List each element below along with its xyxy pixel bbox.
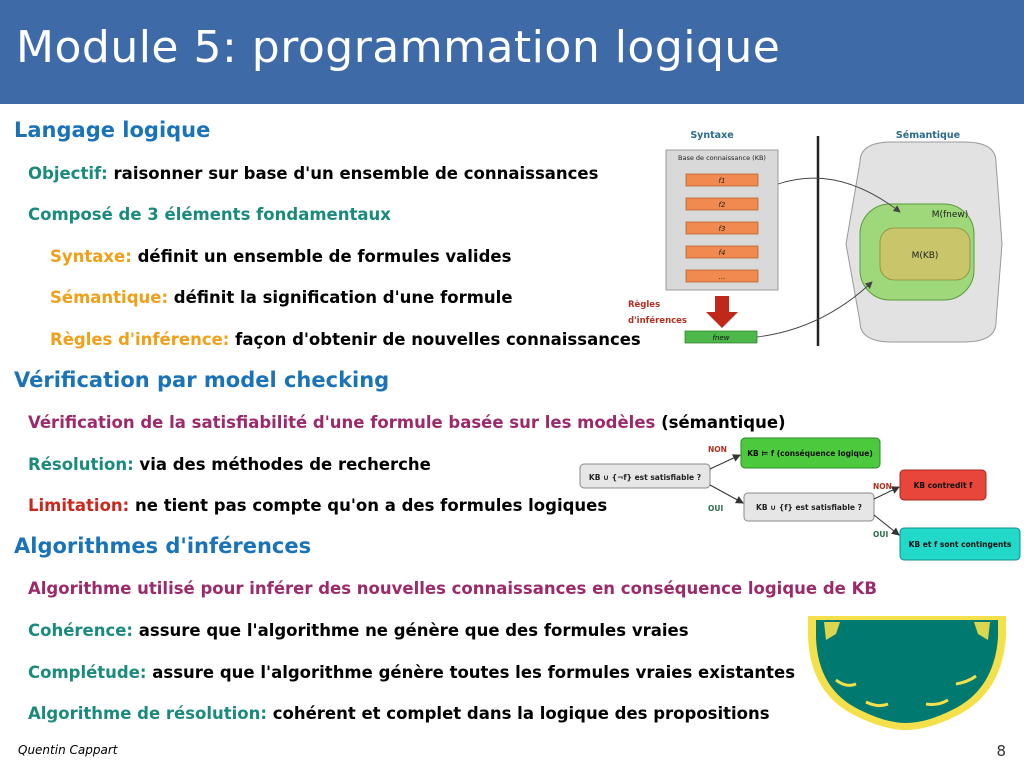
bullet-keyword: Algorithme utilisé pour inférer des nouv… xyxy=(28,579,877,598)
formula-box xyxy=(685,173,759,187)
formula-box xyxy=(685,269,759,283)
bullet-text: définit un ensemble de formules valides xyxy=(131,247,512,266)
rules-arrow-head xyxy=(706,312,738,328)
edge-non-2 xyxy=(873,486,900,500)
kb-box xyxy=(665,149,779,291)
model-fnew-label: M(fnew) xyxy=(932,210,969,220)
bullet-resolution: Résolution: via des méthodes de recherch… xyxy=(28,455,431,474)
bullet-keyword: Algorithme de résolution: xyxy=(28,704,267,723)
bullet-coherence: Cohérence: assure que l'algorithme ne gé… xyxy=(28,621,689,640)
node-contingent xyxy=(899,527,1021,561)
node-consequence-label: KB ⊨ f (conséquence logique) xyxy=(747,449,873,458)
node-consequence xyxy=(740,437,881,469)
edge-non-2-label: NON xyxy=(873,482,892,491)
model-kb-region xyxy=(879,227,971,281)
model-kb-label: M(KB) xyxy=(912,251,939,261)
bullet-regles: Règles d'inférence: façon d'obtenir de n… xyxy=(50,330,641,349)
bullet-keyword: Sémantique: xyxy=(50,288,169,307)
edge-oui-1-label: OUI xyxy=(708,504,723,513)
bullet-keyword: Composé de 3 éléments fondamentaux xyxy=(28,205,391,224)
kb-box-title: Base de connaissance (KB) xyxy=(678,154,766,162)
bullet-keyword: Règles d'inférence: xyxy=(50,330,230,349)
fnew-to-model-arrow xyxy=(756,281,873,338)
bullet-algorithme-utilise: Algorithme utilisé pour inférer des nouv… xyxy=(28,579,877,598)
node-not-f-satisfiable-label: KB ∪ {¬f} est satisfiable ? xyxy=(589,473,701,482)
bullet-keyword: Complétude: xyxy=(28,663,147,682)
bullet-text: façon d'obtenir de nouvelles connaissanc… xyxy=(229,330,641,349)
page-number: 8 xyxy=(996,742,1006,760)
bullet-text: (sémantique) xyxy=(655,413,786,432)
edge-non-1-label: NON xyxy=(708,445,727,454)
bullet-keyword: Vérification de la satisfiabilité d'une … xyxy=(28,413,656,432)
bullet-text: cohérent et complet dans la logique des … xyxy=(266,704,770,723)
bullet-text: assure que l'algorithme ne génère que de… xyxy=(133,621,689,640)
section-heading-algorithmes: Algorithmes d'inférences xyxy=(14,534,312,558)
slide-header: Module 5: programmation logique xyxy=(0,0,1024,104)
bullet-keyword: Cohérence: xyxy=(28,621,134,640)
rules-label-2: d'inférences xyxy=(628,315,687,326)
bullet-text: ne tient pas compte qu'on a des formules… xyxy=(129,496,608,515)
footer-author: Quentin Cappart xyxy=(18,743,118,757)
edge-oui-1 xyxy=(709,484,744,504)
node-contradicts-label: KB contredit f xyxy=(914,481,974,490)
bullet-text: via des méthodes de recherche xyxy=(133,455,431,474)
formula-label: f1 xyxy=(719,177,726,185)
node-contradicts xyxy=(899,469,987,501)
node-not-f-satisfiable xyxy=(579,463,711,489)
rules-label-1: Règles xyxy=(628,299,660,310)
node-f-satisfiable xyxy=(743,492,875,522)
formula-label: f3 xyxy=(719,225,726,233)
edge-oui-2 xyxy=(873,514,900,536)
bullet-keyword: Résolution: xyxy=(28,455,134,474)
bullet-semantique: Sémantique: définit la signification d'u… xyxy=(50,288,513,307)
edge-non-1 xyxy=(709,454,741,470)
bullet-objectif: Objectif: raisonner sur base d'un ensemb… xyxy=(28,164,598,183)
bullet-syntaxe: Syntaxe: définit un ensemble de formules… xyxy=(50,247,511,266)
bullet-completude: Complétude: assure que l'algorithme génè… xyxy=(28,663,795,682)
section-heading-model-checking: Vérification par model checking xyxy=(14,368,390,392)
node-f-satisfiable-label: KB ∪ {f} est satisfiable ? xyxy=(756,503,862,512)
bullet-keyword: Objectif: xyxy=(28,164,108,183)
fnew-label: fnew xyxy=(713,334,730,342)
formula-box xyxy=(685,245,759,259)
bullet-text: raisonner sur base d'un ensemble de conn… xyxy=(107,164,599,183)
formula-box xyxy=(685,197,759,211)
formula-list: f1 f2 f3 f4... xyxy=(685,173,759,283)
kb-to-model-arrow xyxy=(777,177,901,213)
bullet-limitation: Limitation: ne tient pas compte qu'on a … xyxy=(28,496,607,515)
bullet-text: assure que l'algorithme génère toutes le… xyxy=(146,663,796,682)
section-heading-langage: Langage logique xyxy=(14,118,211,142)
bullet-text: définit la signification d'une formule xyxy=(168,288,513,307)
rules-arrow-shaft xyxy=(715,296,729,312)
formula-label: f2 xyxy=(719,201,726,209)
bullet-verification: Vérification de la satisfiabilité d'une … xyxy=(28,413,786,432)
semantics-label: Sémantique xyxy=(896,130,960,141)
kb-semantics-diagram: Syntaxe Sémantique Base de connaissance … xyxy=(628,130,1003,346)
node-contingent-label: KB et f sont contingents xyxy=(909,540,1012,549)
bullet-keyword: Limitation: xyxy=(28,496,130,515)
formula-label: f4 xyxy=(719,249,726,257)
formula-box xyxy=(685,221,759,235)
bullet-compose: Composé de 3 éléments fondamentaux xyxy=(28,205,391,224)
edge-oui-2-label: OUI xyxy=(873,530,888,539)
formula-label: ... xyxy=(719,273,726,281)
bullet-keyword: Syntaxe: xyxy=(50,247,132,266)
slide-title: Module 5: programmation logique xyxy=(16,22,781,73)
university-seal-logo xyxy=(808,616,1006,730)
bullet-algorithme-resolution: Algorithme de résolution: cohérent et co… xyxy=(28,704,770,723)
model-checking-flowchart: KB ∪ {¬f} est satisfiable ? KB ⊨ f (cons… xyxy=(579,437,1021,561)
syntax-label: Syntaxe xyxy=(690,130,733,141)
